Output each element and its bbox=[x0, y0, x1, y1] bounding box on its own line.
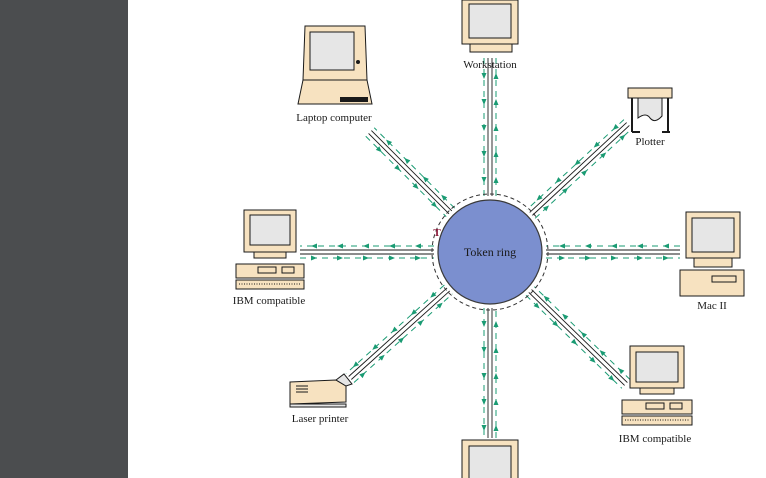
link-bottom bbox=[481, 308, 499, 438]
laptop-icon bbox=[297, 25, 373, 105]
token-ring: Token ring T bbox=[431, 193, 549, 311]
link-workstation bbox=[481, 58, 499, 196]
laptop-node[interactable]: Laptop computer bbox=[296, 25, 373, 124]
link-ibm-right bbox=[525, 286, 631, 389]
plotter-node[interactable]: Plotter bbox=[627, 87, 673, 148]
ibm-left-node[interactable]: IBM compatible bbox=[233, 209, 306, 307]
mac-node[interactable]: Mac II bbox=[679, 211, 745, 312]
link-ibm-left bbox=[300, 243, 434, 261]
token-ring-label: Token ring bbox=[464, 245, 516, 259]
ibm-left-label: IBM compatible bbox=[233, 295, 306, 307]
pc-icon bbox=[235, 209, 305, 290]
laser-printer-icon bbox=[289, 373, 353, 408]
ibm-right-node[interactable]: IBM compatible bbox=[619, 345, 693, 445]
left-sidebar bbox=[0, 0, 128, 478]
plotter-label: Plotter bbox=[635, 136, 665, 148]
workstation-icon bbox=[461, 0, 519, 53]
link-laser bbox=[345, 284, 453, 383]
bottom-node[interactable] bbox=[461, 439, 519, 478]
token-ring-circle bbox=[437, 199, 543, 305]
laser-printer-node[interactable]: Laser printer bbox=[289, 373, 353, 425]
plotter-icon bbox=[627, 87, 673, 133]
ibm-right-label: IBM compatible bbox=[619, 433, 692, 445]
laser-printer-label: Laser printer bbox=[292, 413, 349, 425]
mac-label: Mac II bbox=[697, 300, 727, 312]
monitor-icon bbox=[461, 439, 519, 478]
workstation-node[interactable]: Workstation bbox=[461, 0, 519, 71]
laptop-label: Laptop computer bbox=[296, 112, 372, 124]
link-plotter bbox=[526, 119, 633, 219]
mac-computer-icon bbox=[679, 211, 745, 297]
token-marker: T bbox=[433, 227, 441, 239]
network-links bbox=[300, 58, 680, 438]
link-laptop bbox=[365, 127, 455, 217]
workstation-label: Workstation bbox=[463, 59, 517, 71]
pc-icon bbox=[621, 345, 693, 426]
link-mac bbox=[546, 243, 680, 261]
